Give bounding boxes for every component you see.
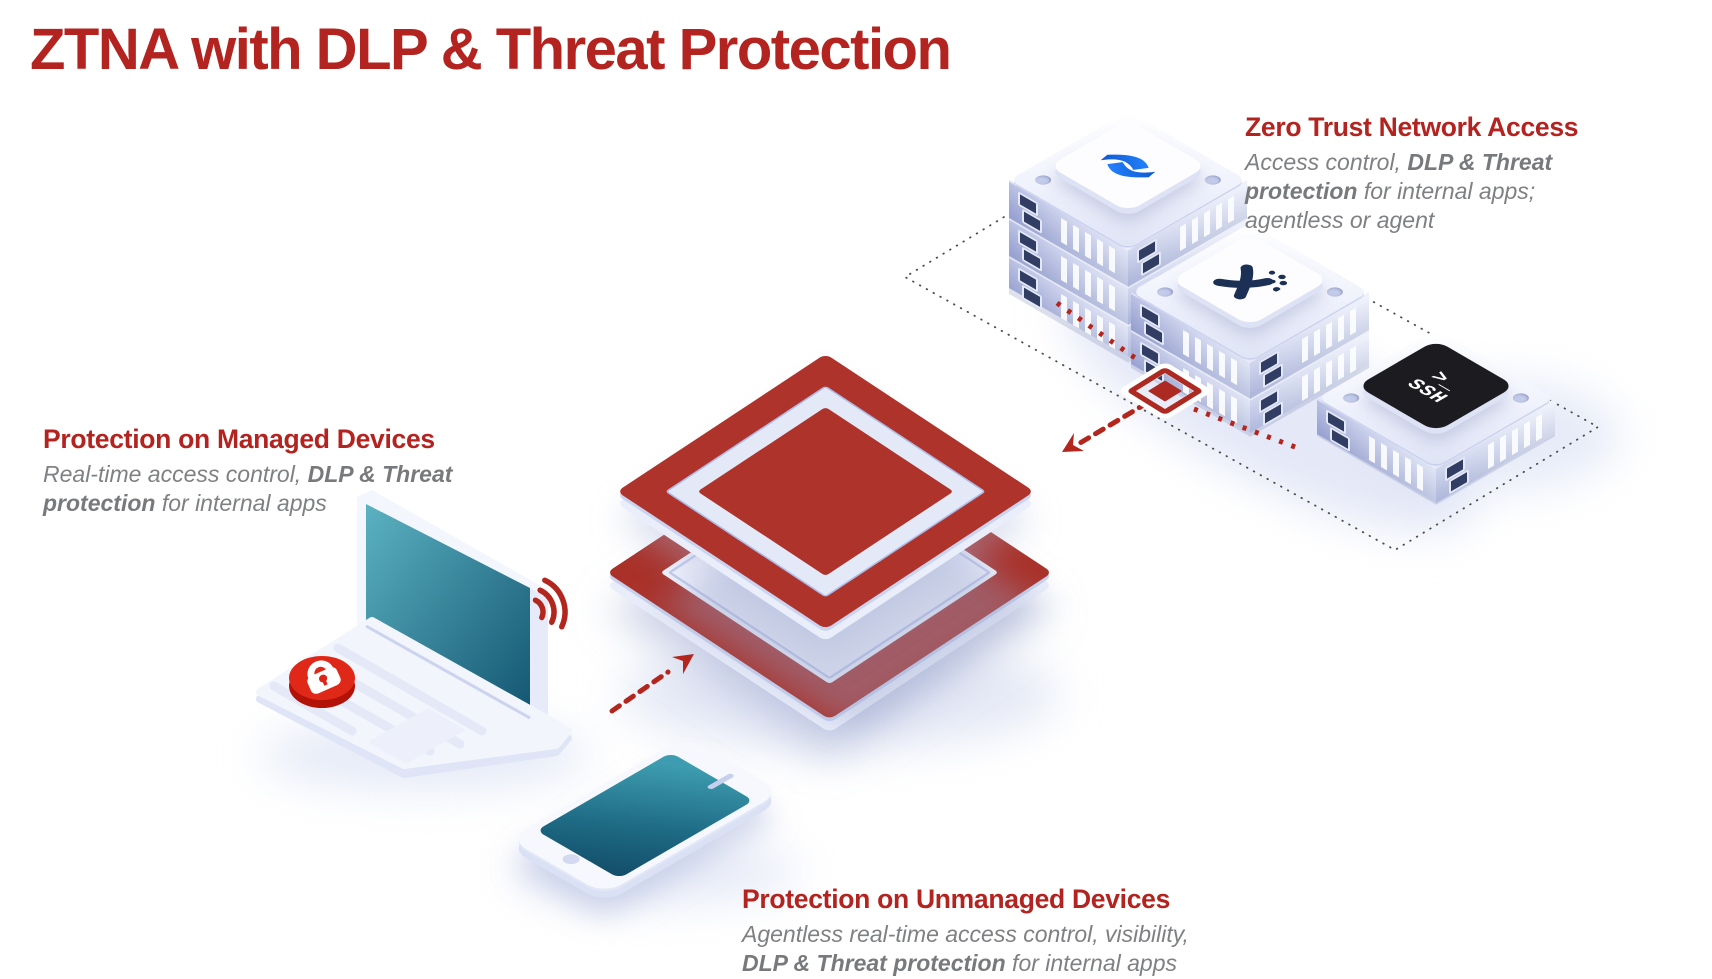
screw-dot [1339, 391, 1363, 405]
arrowhead-to-platform [1062, 433, 1084, 452]
confluence-app-icon [1048, 120, 1208, 212]
annotation-managed-devices: Protection on Managed Devices Real-time … [43, 424, 452, 518]
laptop-lid [357, 490, 548, 749]
page-title: ZTNA with DLP & Threat Protection [30, 17, 952, 82]
screw-dot [1031, 173, 1055, 187]
annotation-heading: Zero Trust Network Access [1245, 112, 1579, 142]
x-glyph [1213, 264, 1288, 300]
lock-badge-icon [289, 656, 355, 708]
screw-dot [1153, 285, 1177, 299]
annotation-body: Agentless real-time access control, visi… [742, 921, 1189, 976]
padlock-glyph [307, 660, 341, 694]
shadow-under-laptop [260, 720, 590, 790]
annotation-zero-trust: Zero Trust Network Access Access control… [1245, 112, 1579, 235]
arrow-servers-to-platform [1077, 400, 1150, 446]
screw-dot [1323, 285, 1347, 299]
laptop-hinge [365, 624, 531, 720]
confluence-glyph [1100, 154, 1156, 178]
wifi-signal-icon [532, 577, 568, 630]
screw-dot [1509, 391, 1533, 405]
platform-top-center [697, 407, 954, 576]
annotation-heading: Protection on Managed Devices [43, 424, 435, 454]
laptop-lid-edge [530, 588, 548, 730]
annotation-heading: Protection on Unmanaged Devices [742, 884, 1171, 914]
annotation-unmanaged-devices: Protection on Unmanaged Devices Agentles… [742, 884, 1189, 978]
laptop-screen [366, 504, 530, 718]
screw-dot [1201, 173, 1225, 187]
x-app-icon [1170, 234, 1330, 326]
